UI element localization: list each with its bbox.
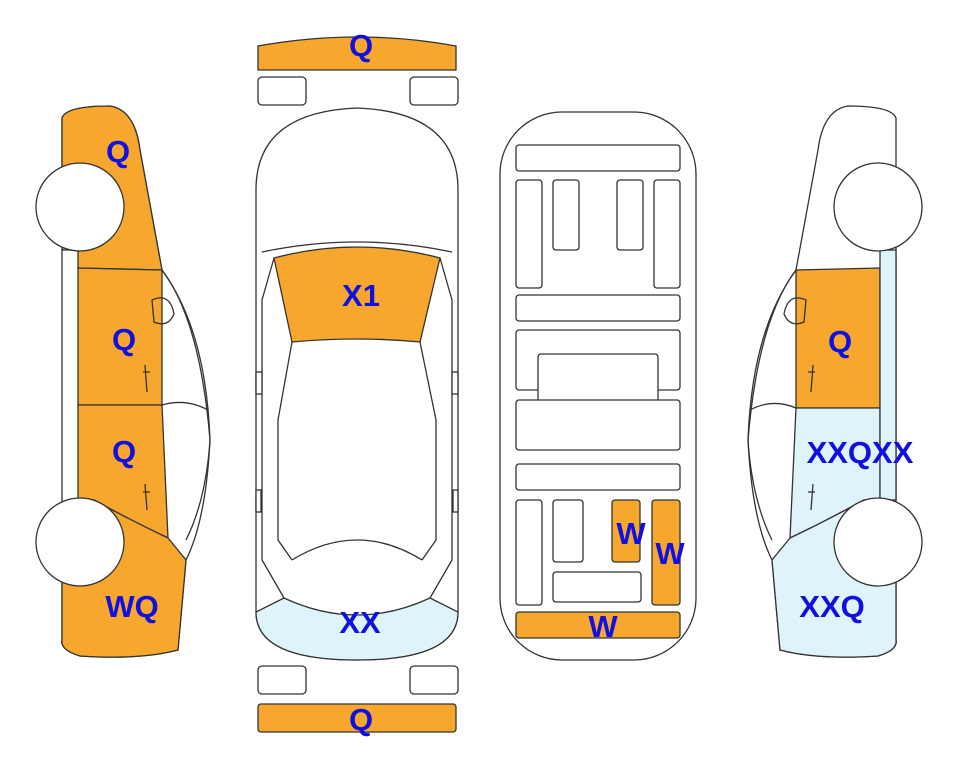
right-pillar-line [429, 257, 453, 599]
left-front-door-label: Q [112, 322, 136, 357]
rear-trunk-panel[interactable] [255, 597, 459, 661]
under-front-crossmember [515, 144, 681, 172]
left-rear-door-label: Q [112, 434, 136, 469]
under-floor-rear [515, 399, 681, 451]
left-door-handle [255, 489, 262, 513]
right-front-wheel [833, 162, 923, 252]
left-mirror-line [151, 297, 175, 325]
rear-bumper-label: Q [349, 702, 373, 737]
under-rail-inner-label: W [616, 516, 646, 551]
under-front-left-rail [515, 179, 543, 289]
right-side-window [419, 341, 437, 561]
right-front-door-label: Q [828, 324, 852, 359]
left-front-fender-label: Q [106, 134, 130, 169]
front-bumper-panel[interactable] [257, 36, 457, 71]
right-window-frame [747, 269, 797, 541]
under-rear-crossmember-label: W [588, 609, 618, 644]
right-headlight [409, 76, 459, 106]
right-beltline [749, 402, 797, 411]
right-rear-wheel [833, 497, 923, 587]
left-rear-quarter-label: WQ [105, 589, 158, 624]
right-rear-door-label: XXQXX [807, 435, 914, 470]
rear-window-line [291, 539, 423, 561]
under-rear-left-rail [515, 499, 543, 606]
left-window-frame [161, 269, 211, 541]
left-pillar-line [261, 257, 285, 599]
right-taillight [409, 665, 459, 695]
left-rear-wheel [35, 497, 125, 587]
left-side-view: Q Q Q WQ [35, 105, 211, 658]
left-beltline [161, 401, 209, 411]
under-front-right-inner [616, 179, 644, 251]
right-mirror [451, 371, 459, 395]
rear-trunk-label: XX [339, 605, 381, 640]
rear-bumper-panel[interactable] [257, 703, 457, 733]
under-spare-well [552, 571, 642, 603]
under-rear-crossmember-panel[interactable] [515, 611, 681, 639]
right-rear-quarter-label: XXQ [799, 589, 864, 624]
right-side-view: Q XXQXX XXQ [747, 105, 923, 658]
left-taillight [257, 665, 307, 695]
right-front-handle [808, 364, 815, 393]
hood-line [261, 241, 453, 253]
under-mid-front-crossmember [515, 294, 681, 322]
underbody-view: W W W [499, 111, 697, 661]
under-front-right-rail [653, 179, 681, 289]
windshield-label: X1 [342, 278, 380, 313]
top-body-outline [255, 107, 459, 661]
top-view: Q X1 XX Q [255, 28, 459, 737]
right-rear-pillar-strip [879, 249, 897, 501]
under-mid-rear-crossmember [515, 463, 681, 491]
left-headlight [257, 76, 307, 106]
left-front-handle [143, 364, 150, 393]
under-rail-outer-label: W [655, 536, 685, 571]
under-rear-left-inner [552, 499, 584, 563]
under-rail-inner-panel[interactable] [611, 499, 641, 563]
front-bumper-label: Q [349, 28, 373, 63]
under-rail-outer-panel[interactable] [651, 499, 681, 606]
left-rear-handle [143, 483, 150, 511]
left-side-window [277, 341, 293, 561]
under-front-left-inner [552, 179, 580, 251]
right-rear-handle [808, 483, 815, 511]
left-mirror [255, 371, 263, 395]
right-door-handle [452, 489, 459, 513]
right-mirror-line [783, 297, 807, 325]
left-front-wheel [35, 162, 125, 252]
